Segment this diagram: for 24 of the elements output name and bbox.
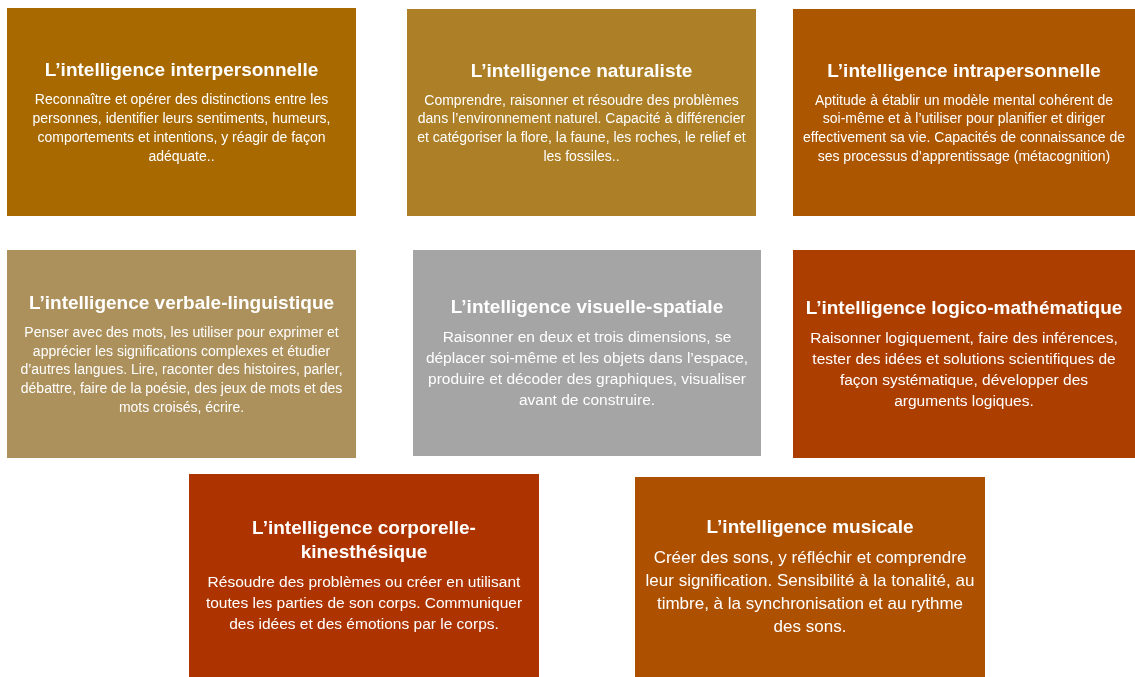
intelligence-card (793, 9, 1135, 216)
intelligence-card (7, 250, 356, 458)
intelligence-card (7, 8, 356, 216)
card-title: L’intelligence verbale-linguistique (28, 290, 335, 315)
card-description: Raisonner en deux et trois dimensions, se déplacer soi-même et les objets dans l’espace, produire et décoder des graphiques, visualiser avant de construire. (424, 327, 750, 410)
card-title: L’intelligence naturaliste (470, 58, 693, 83)
card-title: L’intelligence logico-mathématique (805, 296, 1123, 321)
card-title: L’intelligence musicale (706, 515, 914, 539)
card-title: L’intelligence corporelle-kinesthésique (251, 516, 477, 564)
card-description: Comprendre, raisonner et résoudre des problèmes dans l’environnement naturel. Capacité à différencier et catégoriser la flore, la faune, les roches, le relief et les fossiles.. (417, 90, 746, 167)
card-description: Raisonner logiquement, faire des inférences, tester des idées et solutions scientifiques de façon systématique, développer des arguments logiques. (809, 328, 1119, 411)
card-description: Créer des sons, y réfléchir et comprendre leur signification. Sensibilité à la tonalité, au timbre, à la synchronisation et au rythme des sons. (645, 547, 975, 638)
card-title: L’intelligence intrapersonnelle (827, 58, 1101, 83)
card-title: L’intelligence visuelle-spatiale (450, 295, 724, 320)
card-description: Penser avec des mots, les utiliser pour exprimer et apprécier les significations complexes et étudier d’autres langues. Lire, raconter des histoires, parler, débattre, faire de la poésie, des jeux de mots et des mots croisés, écrire. (19, 322, 344, 418)
intelligence-card (407, 9, 756, 216)
intelligence-card (793, 250, 1135, 458)
card-description: Reconnaître et opérer des distinctions entre les personnes, identifier leurs sentiments, humeurs, comportements et intentions, y réagir de façon adéquate.. (31, 90, 332, 166)
intelligence-card (189, 474, 539, 677)
intelligence-card (413, 250, 761, 456)
card-title: L’intelligence interpersonnelle (44, 58, 319, 83)
card-description: Résoudre des problèmes ou créer en utilisant toutes les parties de son corps. Communiquer des idées et des émotions par le corps. (204, 571, 524, 634)
card-description: Aptitude à établir un modèle mental cohérent de soi-même et à l’utiliser pour planifier et diriger effectivement sa vie. Capacités de connaissance de ses processus d’apprentissage (métacognition) (803, 90, 1125, 167)
intelligence-card (635, 477, 985, 677)
